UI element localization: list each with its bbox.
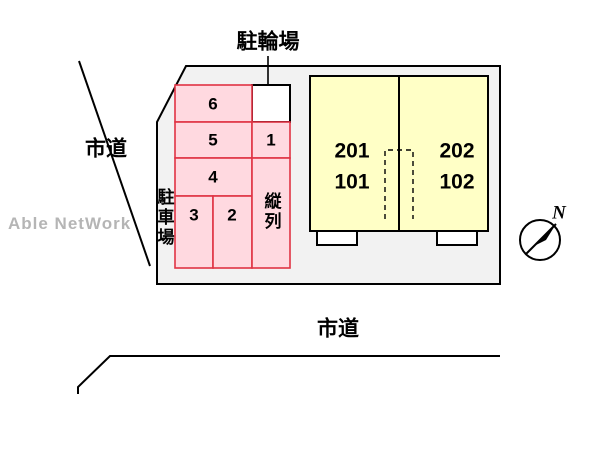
stall-2-number: 2 [227,205,237,225]
compass-circle [519,219,561,261]
unit-label-102: 102 [439,170,475,194]
stall-6-box [174,84,253,123]
tandem-label: 縦列 [261,192,281,232]
road-line-bottom [77,355,500,394]
bicycle-parking-label: 駐輪場 [236,30,300,54]
stairwell-dashed-outline [384,149,414,219]
stall-4-box [174,157,253,197]
city-road-label-left: 市道 [85,137,127,161]
compass-needle-fill [534,224,556,246]
road-line-left [78,60,151,267]
building-porch-left [316,230,358,246]
stall-3-number: 3 [189,205,199,225]
watermark: Able NetWork [8,214,132,233]
stall-5-number: 5 [208,130,218,150]
stall-1-number: 1 [266,130,276,150]
parking-lot-label: 駐車場 [154,188,174,248]
stall-5-box [174,121,253,159]
stall-4-number: 4 [208,167,218,187]
stall-6-number: 6 [208,94,218,114]
north-label: N [552,202,566,224]
unit-label-101: 101 [334,170,370,194]
building-porch-right [436,230,478,246]
stall-2-box [212,195,253,269]
unit-label-201: 201 [334,139,370,163]
bicycle-parking-box [251,84,291,123]
stall-3-box [174,195,214,269]
city-road-label-bottom: 市道 [317,317,359,341]
tandem-stall-box [251,157,291,269]
unit-label-202: 202 [439,139,475,163]
